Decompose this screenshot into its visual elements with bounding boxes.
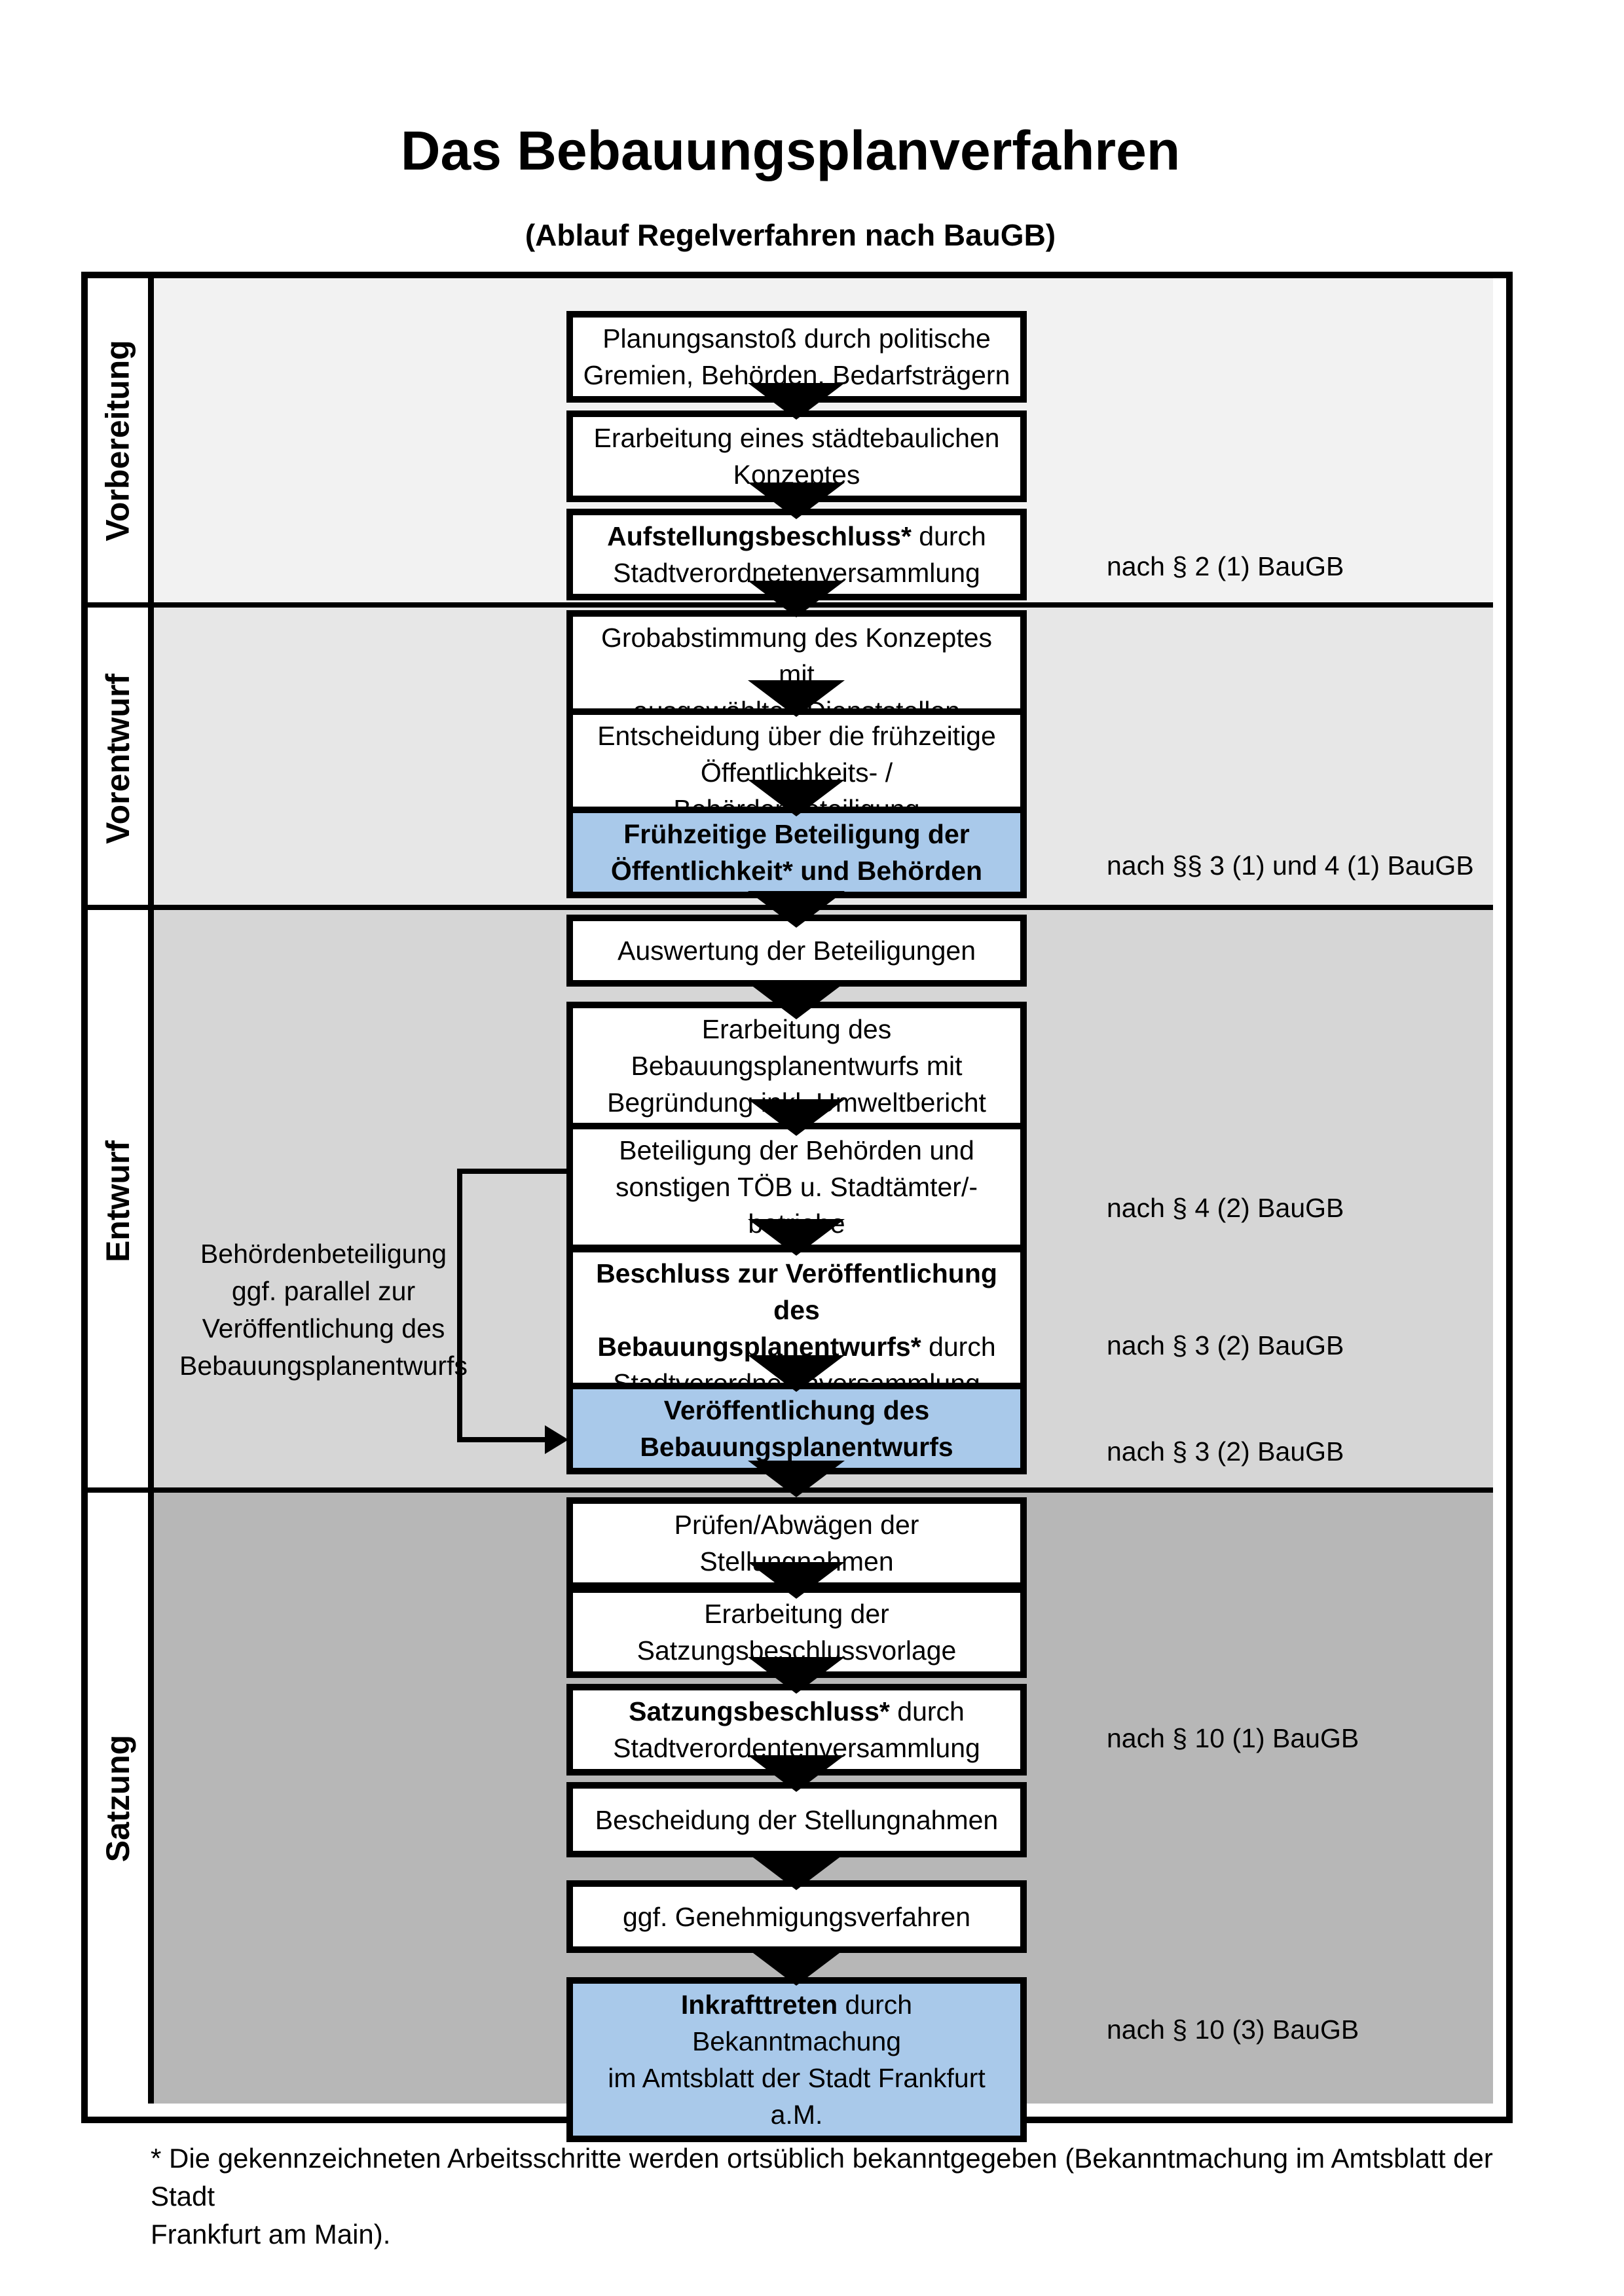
step-text-bold: Frühzeitige Beteiligung der Öffentlichke… (610, 819, 983, 886)
page-title: Das Bebauungsplanverfahren (400, 120, 1181, 181)
page-subtitle: (Ablauf Regelverfahren nach BauGB) (525, 218, 1056, 252)
flow-arrow-icon (748, 891, 845, 928)
legal-reference: nach § 10 (3) BauGB (1107, 2014, 1359, 2045)
flow-arrow-icon (748, 1949, 845, 1986)
step-text: Erarbeitung eines städtebaulichen Konzep… (593, 423, 1000, 490)
legal-reference: nach § 10 (1) BauGB (1107, 1723, 1359, 1753)
phase-cell-entwurf: Entwurf (88, 910, 154, 1493)
footnote: * Die gekennzeichneten Arbeitsschritte w… (151, 2143, 1493, 2250)
flow-arrow-icon (748, 1562, 845, 1599)
flow-arrow-icon (748, 1657, 845, 1694)
step-genehmigungsverfahren: ggf. Genehmigungsverfahren (566, 1880, 1027, 1953)
flow-arrow-icon (748, 581, 845, 617)
phase-cell-satzung: Satzung (88, 1493, 154, 2104)
legal-reference: nach § 3 (2) BauGB (1107, 1436, 1344, 1467)
flow-arrow-icon (748, 383, 845, 420)
parallel-connector-top-line (457, 1169, 568, 1174)
parallel-connector-vertical-line (457, 1169, 462, 1442)
step-fruehzeitige-beteiligung: Frühzeitige Beteiligung der Öffentlichke… (566, 807, 1027, 898)
step-text: Planungsanstoß durch politische Gremien,… (583, 323, 1010, 390)
flow-arrow-icon (748, 1099, 845, 1136)
parallel-connector-arrowhead-icon (545, 1425, 568, 1454)
legal-reference: nach § 3 (2) BauGB (1107, 1330, 1344, 1360)
flow-arrow-icon (748, 1853, 845, 1890)
step-text: ggf. Genehmigungsverfahren (622, 1901, 971, 1932)
step-text: Auswertung der Beteiligungen (617, 936, 976, 966)
step-aufstellungsbeschluss: Aufstellungsbeschluss* durch Stadtverord… (566, 509, 1027, 600)
flow-arrow-icon (748, 780, 845, 816)
step-inkrafttreten: Inkrafttreten durch Bekanntmachung im Am… (566, 1977, 1027, 2142)
phase-label-vorbereitung: Vorbereitung (100, 339, 137, 541)
step-text: durch Bekanntmachung im Amtsblatt der St… (608, 1990, 986, 2130)
flow-arrow-icon (748, 483, 845, 519)
step-text-bold: Beschluss zur Veröffentlichung des Bebau… (596, 1258, 997, 1362)
flow-arrow-icon (748, 1461, 845, 1497)
phase-label-satzung: Satzung (100, 1734, 136, 1862)
flow-arrow-icon (748, 1355, 845, 1392)
phase-cell-vorentwurf: Vorentwurf (88, 608, 154, 910)
flowchart-frame: Vorbereitung Vorentwurf Entwurf Satzung … (81, 272, 1513, 2142)
step-text: Bescheidung der Stellungnahmen (595, 1804, 999, 1835)
step-text-bold: Veröffentlichung des Bebauungsplanentwur… (640, 1395, 953, 1462)
legal-reference: nach § 2 (1) BauGB (1107, 551, 1344, 581)
phase-label-entwurf: Entwurf (100, 1140, 136, 1263)
phase-cell-vorbereitung: Vorbereitung (88, 278, 154, 602)
flow-arrow-icon (748, 1219, 845, 1256)
step-text-bold: Aufstellungsbeschluss* (607, 521, 912, 551)
step-bescheidung: Bescheidung der Stellungnahmen (566, 1782, 1027, 1857)
step-satzungsvorlage: Erarbeitung der Satzungsbeschlussvorlage (566, 1586, 1027, 1678)
step-text: Beteiligung der Behörden und sonstigen T… (616, 1135, 978, 1239)
flow-arrow-icon (748, 1755, 845, 1792)
legal-reference: nach §§ 3 (1) und 4 (1) BauGB (1107, 850, 1474, 881)
parallel-connector-bottom-line (457, 1437, 546, 1442)
step-text-bold: Satzungsbeschluss* (629, 1696, 890, 1726)
flow-arrow-icon (748, 983, 845, 1019)
phase-label-vorentwurf: Vorentwurf (100, 673, 136, 845)
parallel-annotation: Behördenbeteiligung ggf. parallel zur Ve… (179, 1239, 468, 1381)
flow-arrow-icon (748, 680, 845, 717)
step-text-bold: Inkrafttreten (680, 1990, 838, 2020)
step-text: Erarbeitung der Satzungsbeschlussvorlage (637, 1599, 957, 1666)
legal-reference: nach § 4 (2) BauGB (1107, 1193, 1344, 1223)
